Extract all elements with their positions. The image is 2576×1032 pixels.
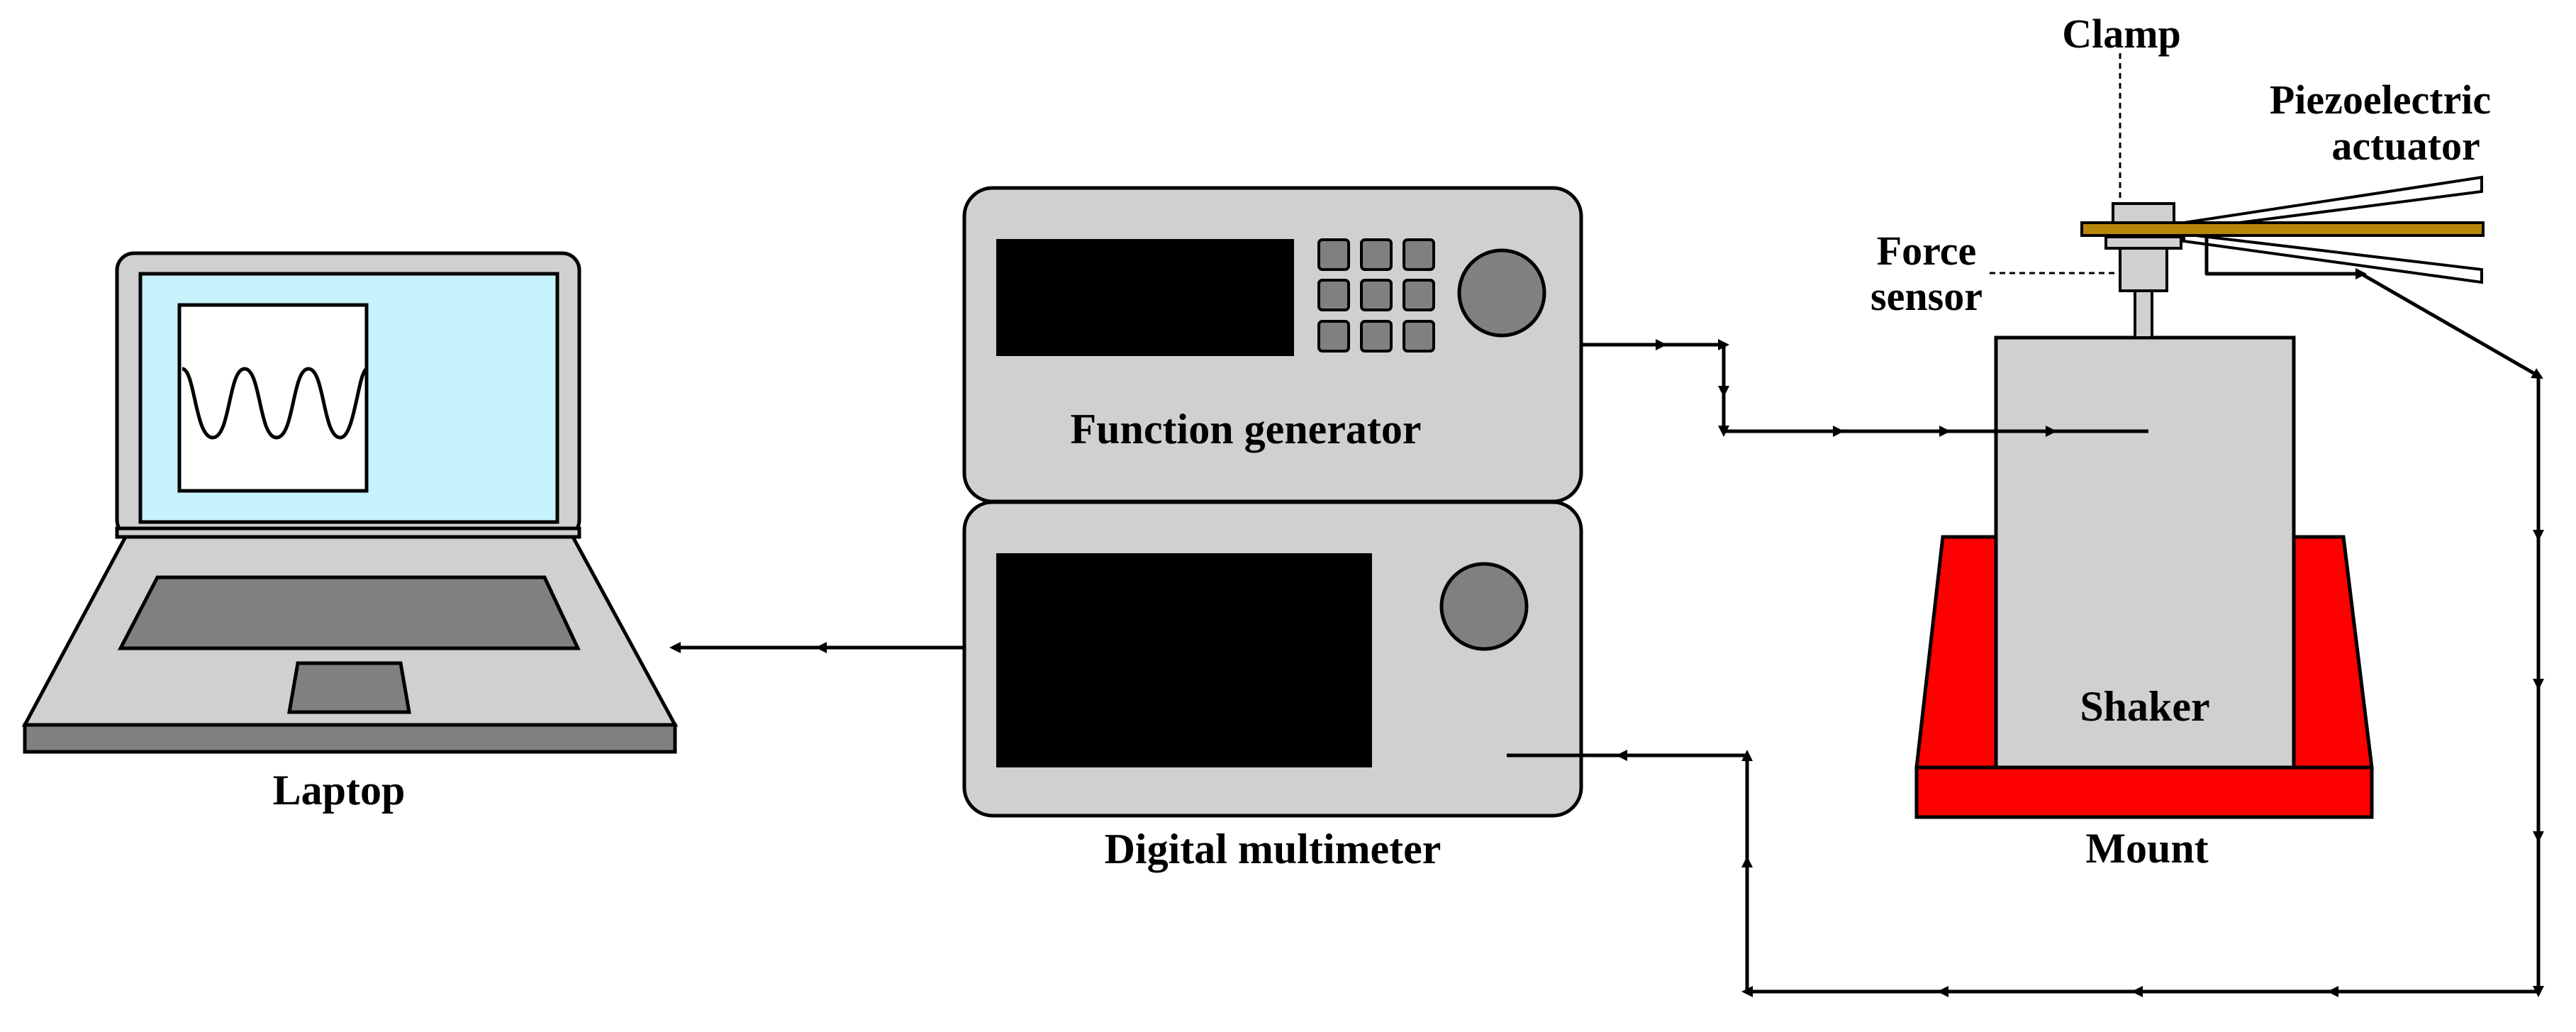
force-sensor	[2119, 242, 2168, 292]
function-generator-label: Function generator	[1071, 406, 1422, 453]
piezo-beam	[2080, 221, 2485, 237]
shaker-label: Shaker	[2080, 683, 2209, 730]
digital-multimeter-display	[996, 553, 1372, 767]
shaker	[1994, 335, 2296, 770]
mount-label: Mount	[2085, 825, 2208, 872]
laptop-keyboard	[117, 575, 581, 650]
digital-multimeter-knob	[1439, 562, 1529, 651]
piezo-label-line2: actuator	[2331, 123, 2480, 169]
beam-deflected-down	[2182, 232, 2483, 284]
force-sensor-label-line1: Force	[1877, 228, 1977, 274]
signal-lines	[669, 235, 2544, 997]
laptop-base-edge	[23, 723, 677, 754]
keypad	[1317, 238, 1435, 353]
stinger	[2134, 289, 2153, 339]
laptop-label: Laptop	[273, 767, 406, 814]
clamp-label: Clamp	[2062, 11, 2181, 57]
digital-multimeter-label: Digital multimeter	[1105, 826, 1442, 872]
function-generator-display	[996, 239, 1294, 356]
mount-base	[1914, 765, 2374, 819]
piezo-label-line1: Piezoelectric	[2270, 77, 2491, 123]
function-generator	[962, 186, 1583, 504]
sensor-collar	[2104, 235, 2182, 250]
digital-multimeter	[962, 500, 1583, 818]
laptop	[21, 251, 679, 754]
waveform-window	[177, 303, 369, 493]
piezo-to-multimeter-line	[2204, 235, 2340, 276]
function-generator-knob	[1457, 248, 1546, 338]
laptop-touchpad	[287, 661, 411, 714]
force-sensor-label-line2: sensor	[1870, 273, 1983, 319]
test-fixture	[2080, 175, 2485, 339]
shaker-body	[1994, 335, 2296, 770]
sine-wave	[181, 367, 368, 440]
